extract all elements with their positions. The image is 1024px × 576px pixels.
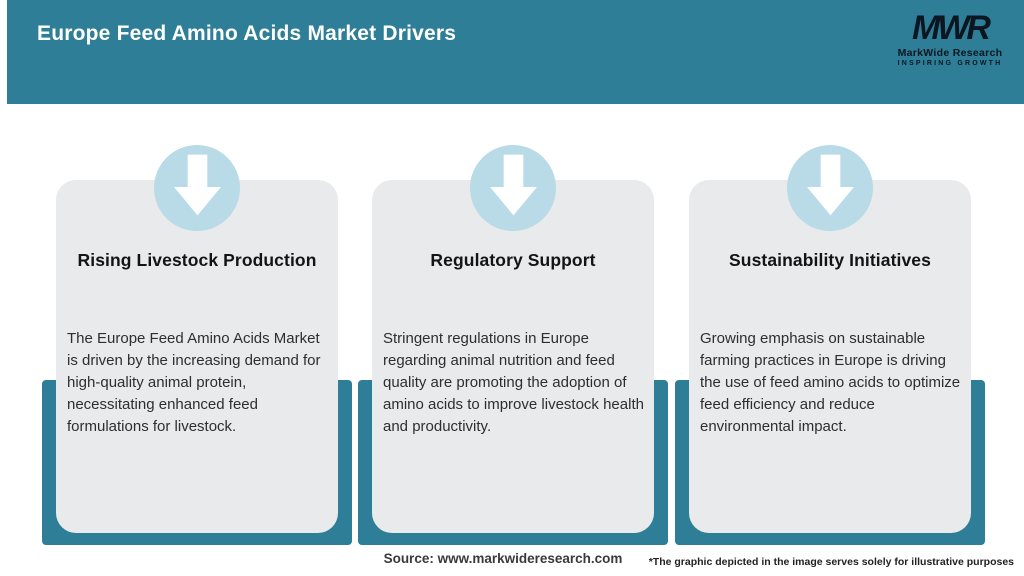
driver-card: Sustainability Initiatives Growing empha…	[689, 180, 971, 533]
source-credit: Source: www.markwideresearch.com	[383, 551, 623, 566]
down-arrow-icon	[470, 145, 556, 231]
down-arrow-icon	[787, 145, 873, 231]
mwr-logo-icon: MWR	[912, 9, 991, 47]
card-body: Growing emphasis on sustainable farming …	[700, 330, 961, 435]
card-title: Rising Livestock Production	[77, 250, 317, 270]
driver-card: Rising Livestock Production The Europe F…	[56, 180, 338, 533]
disclaimer-note: *The graphic depicted in the image serve…	[648, 556, 1014, 568]
header-bar: Europe Feed Amino Acids Market Drivers M…	[7, 0, 1024, 104]
markwide-logo: MWR MarkWide Research INSPIRING GROWTH	[890, 10, 1010, 67]
card-title: Sustainability Initiatives	[729, 250, 931, 270]
driver-card: Regulatory Support Stringent regulations…	[372, 180, 654, 533]
card-body: Stringent regulations in Europe regardin…	[383, 330, 644, 435]
card-body: The Europe Feed Amino Acids Market is dr…	[67, 330, 321, 435]
driver-card-group-3: Sustainability Initiatives Growing empha…	[675, 0, 985, 576]
logo-tagline: INSPIRING GROWTH	[897, 60, 1003, 67]
logo-company-name: MarkWide Research	[897, 47, 1003, 59]
driver-card-group-2: Regulatory Support Stringent regulations…	[358, 0, 668, 576]
page-title: Europe Feed Amino Acids Market Drivers	[37, 22, 457, 45]
down-arrow-icon	[154, 145, 240, 231]
card-title: Regulatory Support	[430, 250, 596, 270]
driver-card-group-1: Rising Livestock Production The Europe F…	[42, 0, 352, 576]
